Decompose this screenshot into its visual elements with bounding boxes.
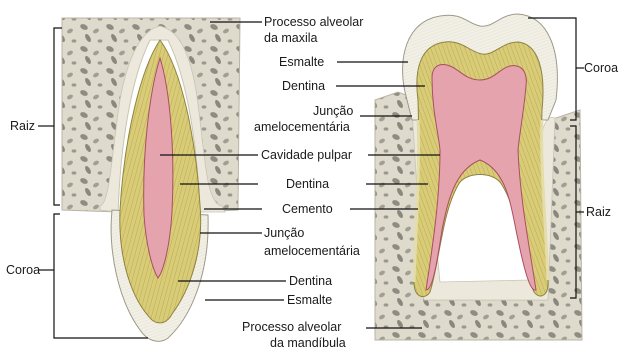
label-esmalte-low: Esmalte [287,293,332,307]
label-dentina-top: Dentina [282,79,325,93]
label-dentina-mid: Dentina [286,177,329,191]
right-tooth [375,14,582,340]
label-cemento: Cemento [282,202,333,216]
label-cavidade-pulpar: Cavidade pulpar [261,148,352,162]
label-juncao-top-line1: Junção [313,104,353,118]
label-processo-mandibula-line2: da mandíbula [270,336,346,350]
label-processo-mandibula-line1: Processo alveolar [242,320,341,334]
label-coroa-left: Coroa [6,263,40,277]
label-coroa-right: Coroa [584,61,618,75]
label-raiz-left: Raiz [10,119,35,133]
label-processo-maxila-line2: da maxila [264,31,318,45]
label-esmalte-top: Esmalte [279,55,324,69]
label-raiz-right: Raiz [586,205,611,219]
label-juncao-mid-line2: amelocementária [264,244,360,258]
right-pulp [426,65,536,291]
label-juncao-mid-line1: Junção [264,226,304,240]
label-juncao-top-line2: amelocementária [254,120,350,134]
bracket-raiz-left [54,28,62,205]
left-tooth [62,18,240,341]
label-dentina-low: Dentina [289,274,332,288]
label-processo-maxila-line1: Processo alveolar [264,15,363,29]
